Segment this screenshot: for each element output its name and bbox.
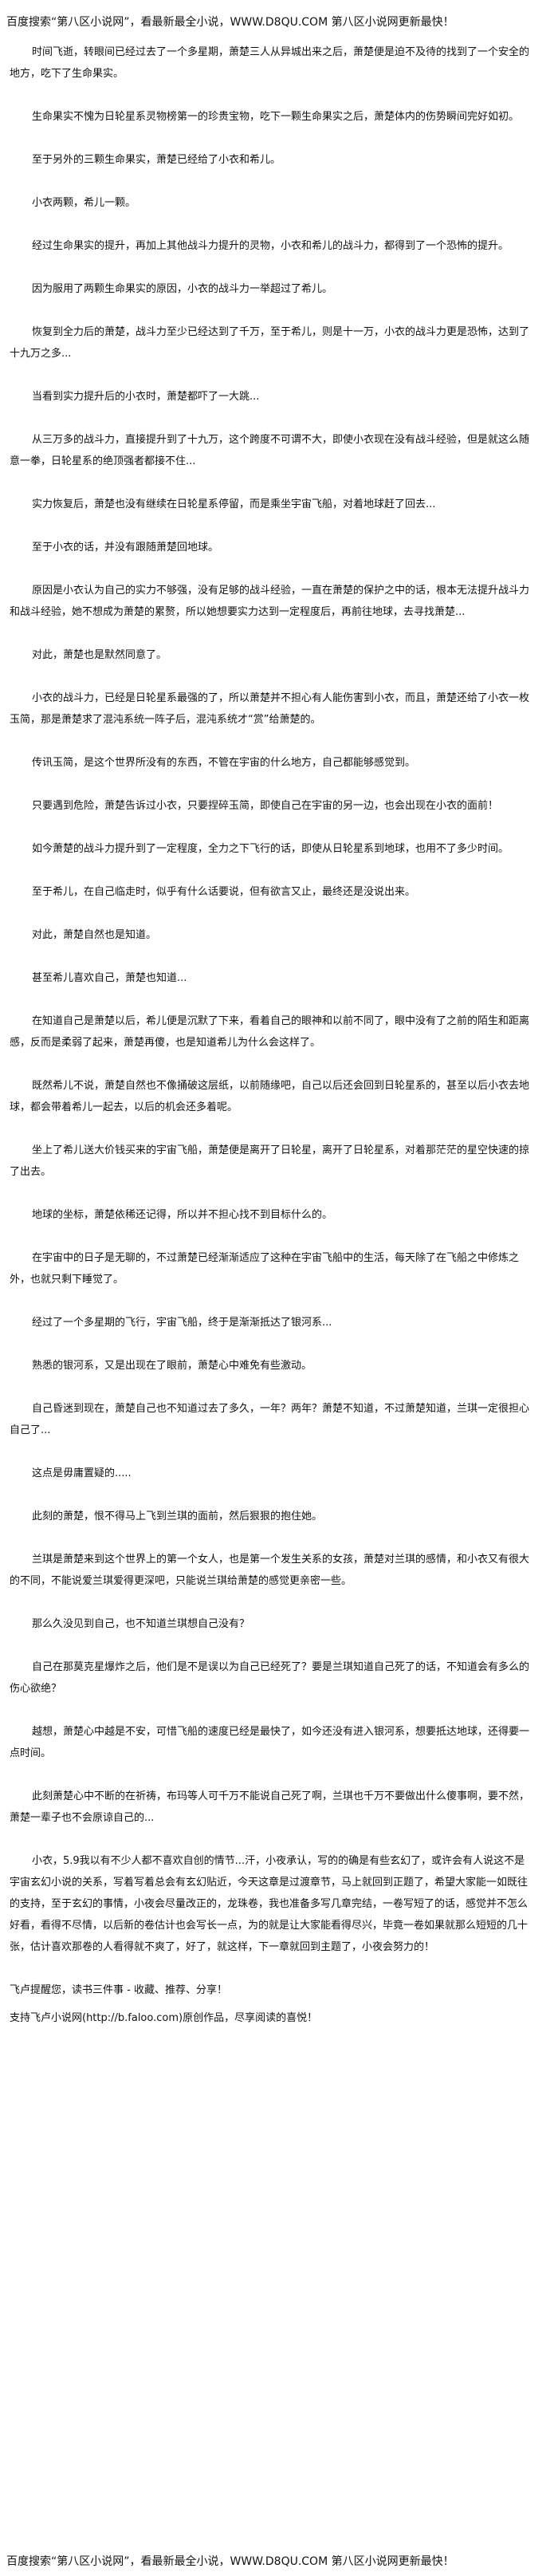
paragraph: 如今萧楚的战斗力提升到了一定程度，全力之下飞行的话，即使从日轮星系到地球，也用不… — [32, 843, 509, 855]
site-support-note: 支持飞卢小说网(http://b.faloo.com)原创作品，尽享阅读的喜悦！ — [10, 2012, 318, 2024]
paragraph: 甚至希儿喜欢自己，萧楚也知道... — [32, 972, 187, 984]
paragraph: 原因是小衣认为自己的实力不够强，没有足够的战斗经验，一直在萧楚的保护之中的话，根… — [10, 585, 530, 618]
paragraph: 小衣的战斗力，已经是日轮星系最强的了，所以萧楚并不担心有人能伤害到小衣，而且，萧… — [10, 692, 530, 726]
paragraph: 传讯玉简，是这个世界所没有的东西，不管在宇宙的什么地方，自己都能够感觉到。 — [32, 757, 416, 769]
paragraph: 经过生命果实的提升，再加上其他战斗力提升的灵物，小衣和希儿的战斗力，都得到了一个… — [32, 240, 509, 252]
paragraph: 实力恢复后，萧楚也没有继续在日轮星系停留，而是乘坐宇宙飞船，对着地球赶了回去..… — [32, 498, 436, 510]
paragraph: 恢复到全力后的萧楚，战斗力至少已经达到了千万，至于希儿，则是十一万，小衣的战斗力… — [10, 326, 530, 360]
paragraph: 此刻萧楚心中不断的在祈祷，布玛等人可千万不能说自己死了啊，兰琪也千万不要做出什么… — [10, 1790, 530, 1824]
paragraph: 至于希儿，在自己临走时，似乎有什么话要说，但有欲言又止，最终还是没说出来。 — [32, 886, 416, 898]
site-banner-top: 百度搜索“第八区小说网”，看最新最全小说，WWW.D8QU.COM 第八区小说网… — [6, 16, 454, 29]
paragraph: 自己昏迷到现在，萧楚自己也不知道过去了多久，一年？两年？萧楚不知道，不过萧楚知道… — [10, 1403, 530, 1436]
paragraph: 小衣两颗，希儿一颗。 — [32, 197, 136, 209]
paragraph: 因为服用了两颗生命果实的原因，小衣的战斗力一举超过了希儿。 — [32, 283, 333, 295]
paragraph: 对此，萧楚自然也是知道。 — [32, 929, 157, 941]
paragraph: 只要遇到危险，萧楚告诉过小衣，只要捏碎玉简，即使自己在宇宙的另一边，也会出现在小… — [32, 800, 499, 812]
paragraph: 这点是毋庸置疑的..... — [32, 1467, 132, 1479]
paragraph: 至于另外的三颗生命果实，萧楚已经给了小衣和希儿。 — [32, 154, 281, 166]
paragraph: 既然希儿不说，萧楚自然也不像捅破这层纸，以前随缘吧，自己以后还会回到日轮星系的，… — [10, 1080, 530, 1113]
paragraph: 熟悉的银河系，又是出现在了眼前，萧楚心中难免有些激动。 — [32, 1360, 312, 1372]
paragraph: 自己在那莫克星爆炸之后，他们是不是误以为自己已经死了？要是兰琪知道自己死了的话，… — [10, 1661, 530, 1695]
paragraph: 从三万多的战斗力，直接提升到了十九万，这个跨度不可谓不大，即使小衣现在没有战斗经… — [10, 434, 530, 467]
chapter-text: 时间飞逝，转眼间已经过去了一个多星期，萧楚三人从异城出来之后，萧楚便是迫不及待的… — [0, 41, 558, 2035]
paragraph: 在宇宙中的日子是无聊的，不过萧楚已经渐渐适应了这种在宇宙飞船中的生活，每天除了在… — [10, 1252, 520, 1286]
paragraph: 当看到实力提升后的小衣时，萧楚都吓了一大跳... — [32, 391, 260, 403]
paragraph: 地球的坐标，萧楚依稀还记得，所以并不担心找不到目标什么的。 — [32, 1209, 333, 1221]
paragraph: 此刻的萧楚，恨不得马上飞到兰琪的面前，然后狠狠的抱住她。 — [32, 1511, 323, 1522]
paragraph: 时间飞逝，转眼间已经过去了一个多星期，萧楚三人从异城出来之后，萧楚便是迫不及待的… — [10, 46, 530, 80]
paragraph: 至于小衣的话，并没有跟随萧楚回地球。 — [32, 542, 219, 553]
paragraph: 在知道自己是萧楚以后，希儿便是沉默了下来，看着自己的眼神和以前不同了，眼中没有了… — [10, 1015, 530, 1049]
paragraph: 生命果实不愧为日轮星系灵物榜第一的珍贵宝物，吃下一颗生命果实之后，萧楚体内的伤势… — [32, 111, 520, 123]
paragraph: 坐上了希儿送大价钱买来的宇宙飞船，萧楚便是离开了日轮星，离开了日轮星系，对着那茫… — [10, 1144, 530, 1178]
paragraph: 兰琪是萧楚来到这个世界上的第一个女人，也是第一个发生关系的女孩，萧楚对兰琪的感情… — [10, 1554, 530, 1587]
site-banner-bottom: 百度搜索“第八区小说网”，看最新最全小说，WWW.D8QU.COM 第八区小说网… — [6, 2555, 454, 2568]
paragraph: 那么久没见到自己，也不知道兰琪想自己没有？ — [32, 1618, 250, 1630]
author-note: 小衣，5.9我以有不少人都不喜欢自创的情节...汗，小夜承认，写的的确是有些玄幻… — [10, 1855, 529, 1953]
paragraph: 越想，萧楚心中越是不安，可惜飞船的速度已经是最快了，如今还没有进入银河系，想要抵… — [10, 1726, 530, 1759]
paragraph: 经过了一个多星期的飞行，宇宙飞船，终于是渐渐抵达了银河系... — [32, 1317, 332, 1329]
site-reminder: 飞卢提醒您，读书三件事 - 收藏、推荐、分享！ — [10, 1984, 227, 1996]
paragraph: 对此，萧楚也是默然同意了。 — [32, 649, 167, 661]
